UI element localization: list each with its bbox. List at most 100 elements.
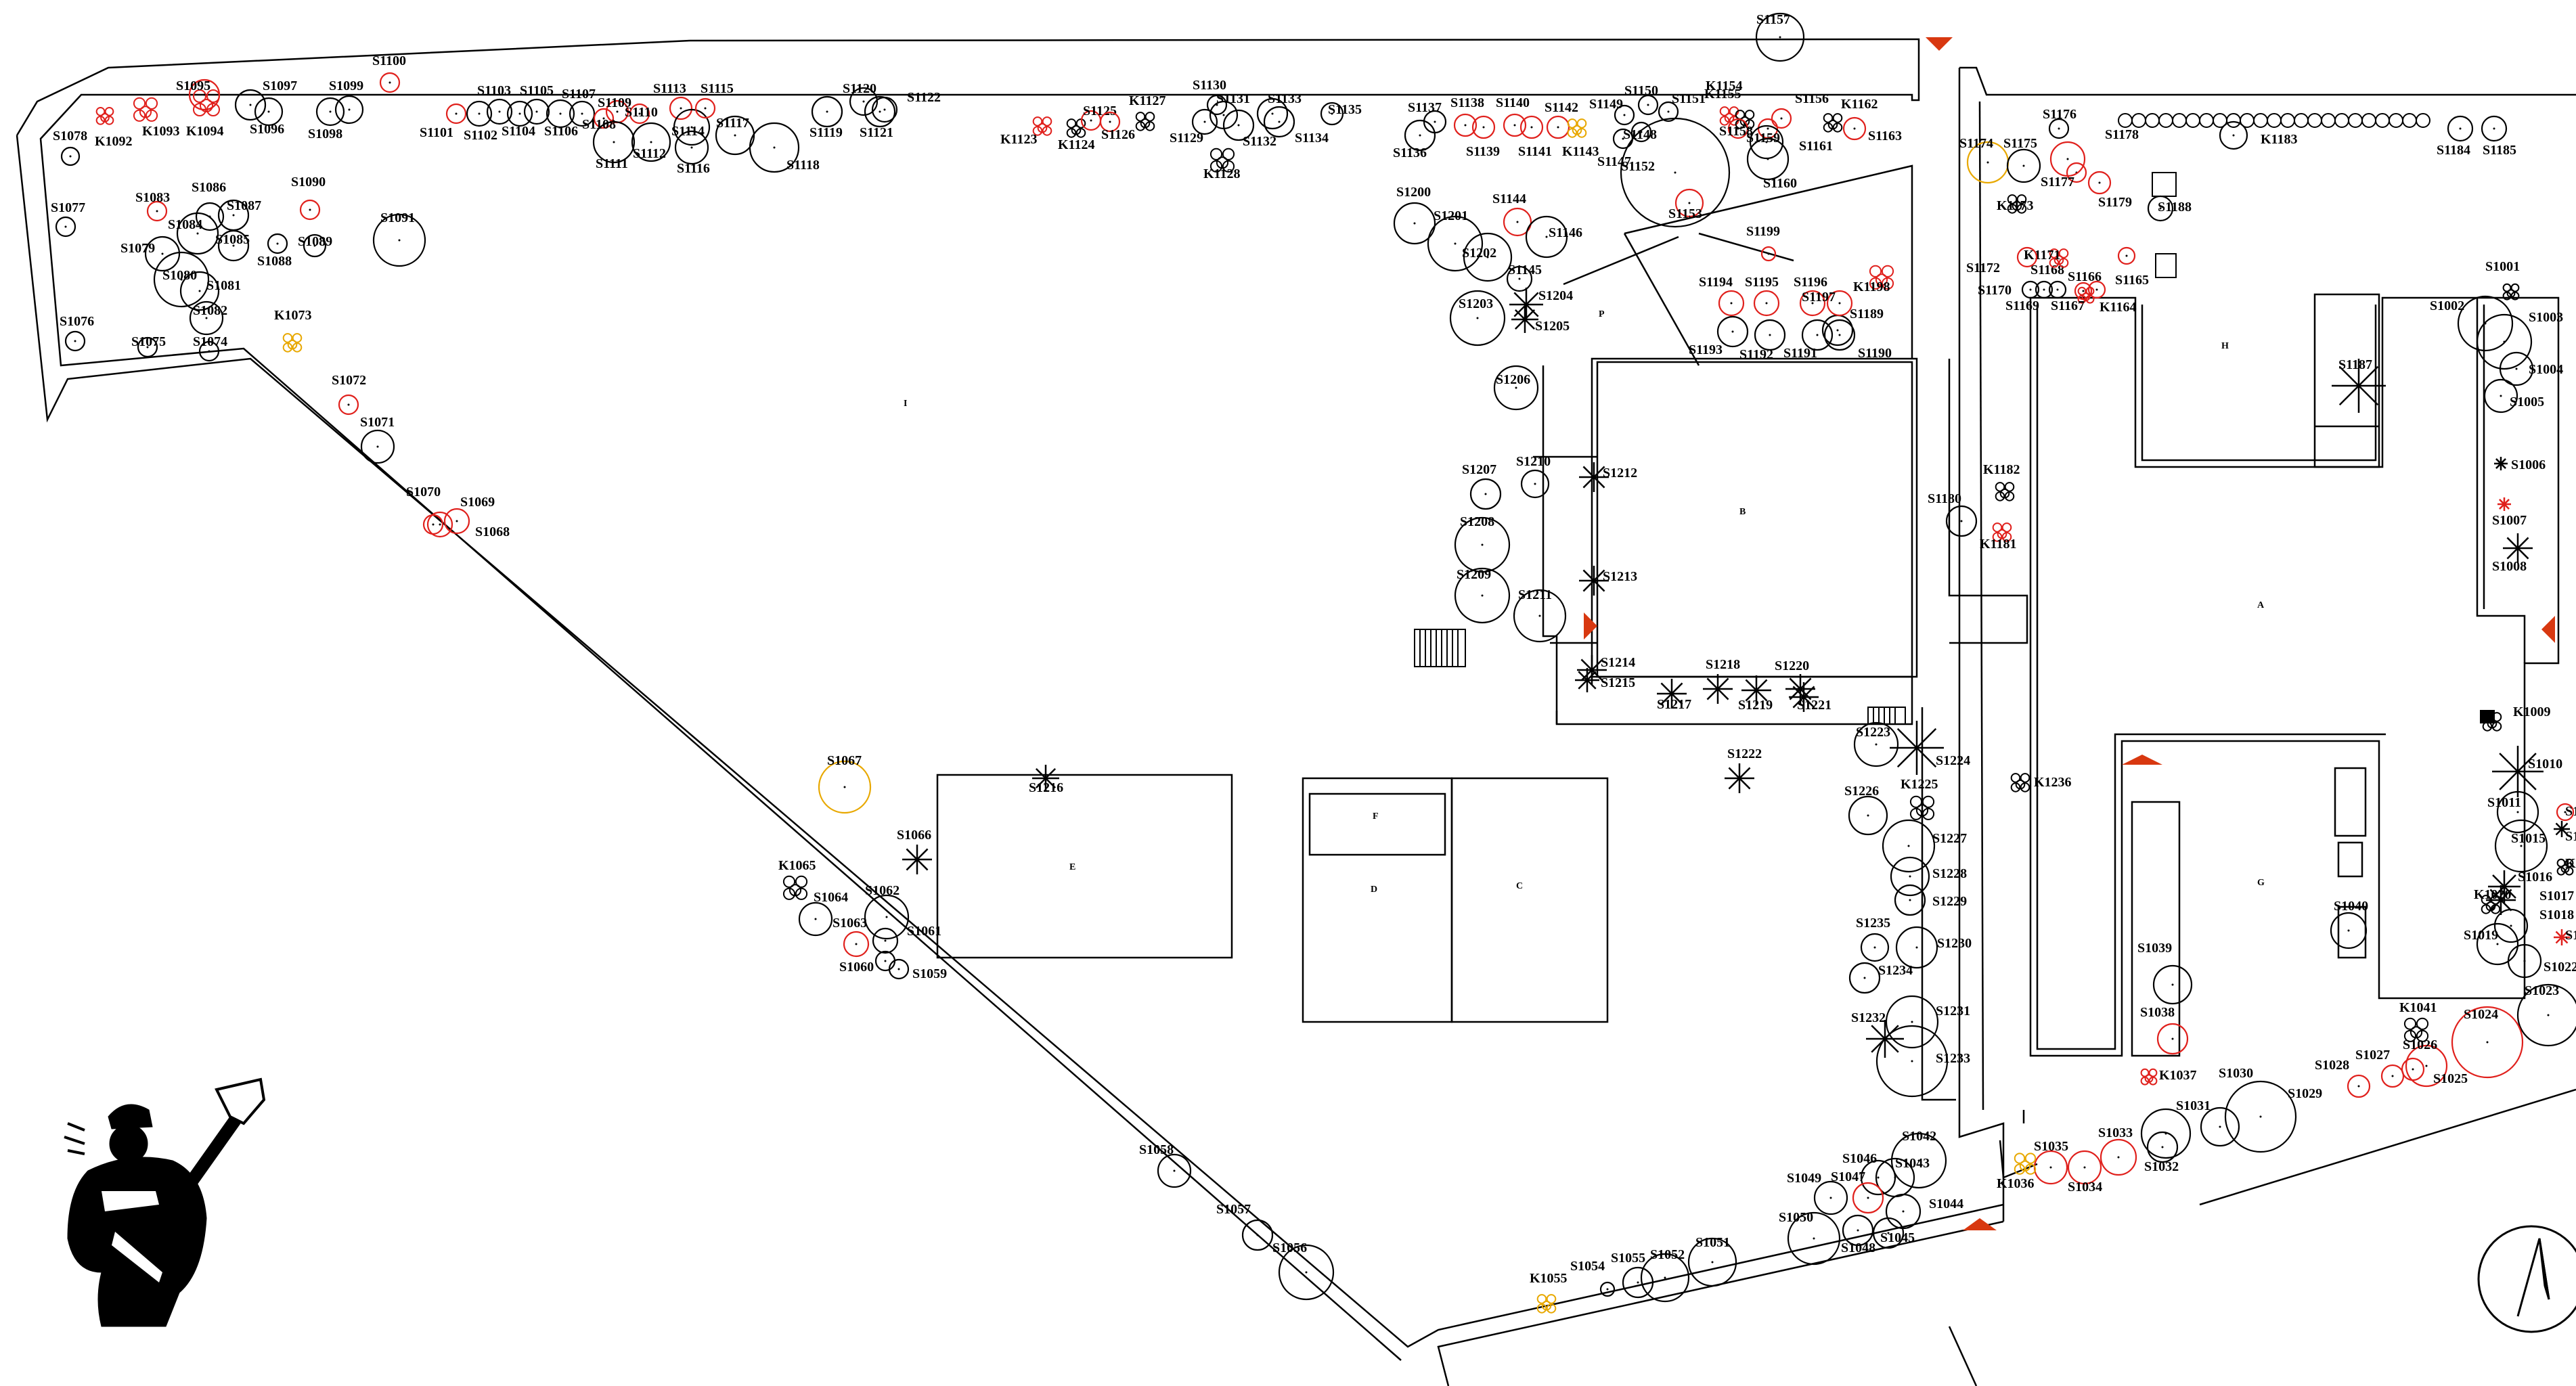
tree-label: S1220: [1775, 658, 1809, 673]
tree-S1001: S1001: [2485, 259, 2520, 300]
tree-K1020: K1020: [2474, 887, 2512, 914]
tree-K1127: K1127: [1129, 93, 1165, 131]
tree-S1204: S1204: [1509, 288, 1573, 321]
tree-S1230: S1230: [1895, 926, 1972, 969]
tree-S1047: S1047: [1831, 1169, 1884, 1214]
building-E: [936, 774, 1233, 959]
lumberjack-with-axe-logo: [64, 1077, 266, 1327]
tree-S1193: S1193: [1689, 315, 1749, 357]
tree-K1123: K1123: [1000, 116, 1052, 147]
tree-S1035: S1035: [2033, 1139, 2068, 1185]
tree-label: S1091: [380, 210, 415, 225]
tree-label: S1234: [1878, 963, 1913, 978]
tree-label: K1036: [1997, 1176, 2035, 1191]
label-H: H: [2221, 341, 2229, 351]
tree-S1006: S1006: [2494, 457, 2546, 472]
tree-label: S1217: [1657, 697, 1691, 712]
tree-label: S1160: [1763, 176, 1797, 191]
tree-S1220: S1220: [1775, 658, 1815, 704]
tree-S1049: S1049: [1787, 1171, 1848, 1215]
tree-K1225: K1225: [1901, 777, 1938, 820]
tree-label: S1083: [135, 190, 170, 205]
tree-label: K1092: [95, 134, 133, 149]
tree-label: S1061: [907, 924, 941, 939]
tree-S1028: S1028: [2315, 1058, 2371, 1098]
tree-S1134: S1134: [1263, 106, 1329, 146]
tree-S1068: S1068: [443, 508, 510, 539]
tree-S1196: S1196: [1794, 275, 1827, 317]
tree-label: S1180: [1928, 491, 1961, 506]
tree-label: S1017: [2539, 889, 2574, 903]
tree-label: S1113: [653, 81, 686, 96]
tree-label: S1060: [839, 960, 874, 975]
tree-S1075: S1075: [131, 334, 166, 358]
tree-label: S1090: [291, 175, 326, 189]
hedge-shrub: [2226, 113, 2241, 128]
tree-label: S1100: [372, 53, 406, 68]
tree-S1061: S1061: [872, 924, 941, 954]
tree-S1222: S1222: [1725, 746, 1762, 793]
label-F: F: [1373, 811, 1379, 822]
tree-S1069: S1069: [426, 495, 495, 538]
tree-S1079: S1079: [120, 236, 181, 272]
tree-S1084: S1084: [168, 212, 219, 255]
tree-label: S1050: [1779, 1210, 1813, 1225]
tree-K1128: K1128: [1203, 148, 1240, 181]
tree-label: S1085: [215, 232, 250, 247]
tree-S1100: S1100: [372, 53, 406, 93]
tree-S1229: S1229: [1894, 884, 1967, 916]
tree-S1141: S1141: [1518, 115, 1552, 159]
tree-S1205: S1205: [1511, 306, 1570, 334]
tree-K1164: K1164: [2077, 286, 2136, 315]
tree-label: S1117: [716, 116, 749, 131]
tree-S1002: S1002: [2430, 295, 2514, 352]
tree-label: S1088: [257, 254, 292, 269]
tree-S1070: S1070: [406, 485, 444, 535]
tree-label: S1027: [2355, 1048, 2390, 1063]
tree-S1007: S1007: [2492, 497, 2527, 528]
tree-S1212: S1212: [1579, 462, 1637, 492]
tree-S1103: S1103: [477, 83, 513, 125]
tree-label: S1002: [2430, 298, 2464, 313]
hedge-shrub: [2158, 113, 2173, 128]
tree-label: K1127: [1129, 93, 1165, 108]
tree-S1010: S1010: [2492, 746, 2562, 797]
tree-label: S1040: [2334, 899, 2368, 914]
tree-S1102: S1102: [464, 100, 497, 143]
tree-label: K1181: [1980, 537, 2016, 552]
tree-label: S1146: [1549, 225, 1582, 240]
tree-S1111: S1111: [592, 120, 636, 171]
tree-S1116: S1116: [674, 130, 710, 176]
entrance-triangle-marker: [1584, 612, 1597, 640]
tree-label: S1089: [298, 234, 332, 249]
tree-label: S1170: [1978, 283, 2012, 298]
label-D: D: [1371, 885, 1377, 895]
tree-S1039: S1039: [2137, 941, 2193, 1005]
tree-label: S1024: [2464, 1007, 2498, 1022]
tree-label: K1014: [2565, 856, 2576, 871]
tree-label: S1019: [2464, 928, 2498, 943]
north-arrow-compass: [2477, 1225, 2576, 1333]
tree-label: S1174: [1959, 136, 1993, 151]
tree-label: S1189: [1850, 307, 1884, 321]
tree-label: S1038: [2140, 1005, 2175, 1020]
tree-label: S1201: [1434, 208, 1468, 223]
tree-S1059: S1059: [888, 958, 947, 981]
tree-label: S1176: [2043, 107, 2077, 122]
tree-label: S1131: [1216, 91, 1250, 106]
tree-label: S1118: [786, 158, 820, 173]
tree-label: S1052: [1650, 1247, 1685, 1262]
tree-label: S1221: [1797, 698, 1831, 713]
tree-label: S1214: [1601, 655, 1635, 670]
tree-label: S1015: [2511, 831, 2546, 846]
tree-S1016: S1016: [2488, 870, 2552, 903]
tree-S1207: S1207: [1462, 462, 1502, 510]
tree-label: S1062: [865, 883, 900, 898]
tree-S1101: S1101: [420, 103, 467, 140]
tree-label: S1086: [192, 180, 226, 195]
tree-S1153: S1153: [1668, 188, 1704, 221]
tree-label: S1227: [1932, 831, 1967, 846]
tree-label: S1003: [2529, 310, 2563, 325]
tree-label: S1070: [406, 485, 441, 499]
tree-S1046: S1046: [1842, 1151, 1896, 1196]
